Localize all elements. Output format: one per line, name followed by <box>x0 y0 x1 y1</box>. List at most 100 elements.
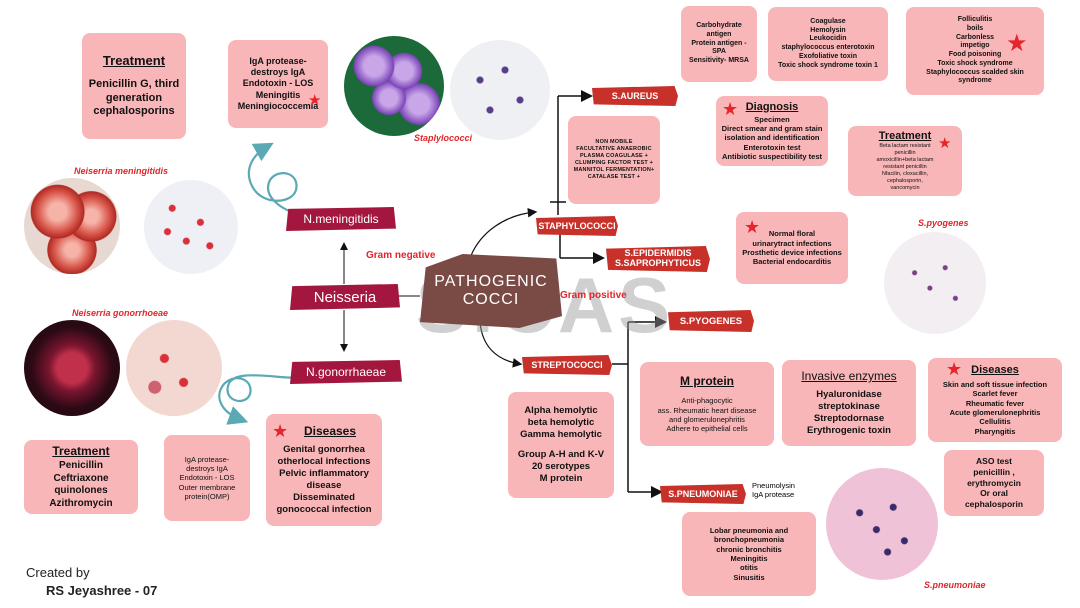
m-protein-box: M protein Anti-phagocytic ass. Rheumatic… <box>640 362 774 446</box>
m-protein-line: Adhere to epithelial cells <box>666 424 748 434</box>
gonorrhoeae-diseases-line: otherlocal infections <box>277 456 371 468</box>
staph-test-line: CLUMPING FACTOR TEST + <box>574 160 654 166</box>
gonorrhoeae-diseases-line: Pelvic inflammatory <box>279 468 369 480</box>
staph-toxin-line: Leukocidin <box>809 35 847 43</box>
invasive-enzyme-line: Streptodornase <box>813 413 885 424</box>
star-icon: ★ <box>946 359 963 379</box>
invasive-enzymes-box: Invasive enzymes Hyaluronidase streptoki… <box>782 360 916 446</box>
s-pyogenes-micro-image <box>884 232 986 334</box>
strep-disease-line: Acute glomerulonephritis <box>949 408 1041 417</box>
credit-line1: Created by <box>26 565 90 580</box>
staph-diagnosis-box: Diagnosis Specimen Direct smear and gram… <box>716 96 828 166</box>
gonorrhoeae-treatment-title: Treatment <box>52 444 110 458</box>
gonorrhoeae-diseases-line: Disseminated <box>293 491 355 503</box>
gonorrhoeae-treatment-line: Azithromycin <box>49 497 113 509</box>
meningitidis-caption: Neiserria meningitidis <box>74 166 169 176</box>
s-pneumoniae-micro-image <box>826 468 938 580</box>
pneumo-disease-line: Meningitis <box>730 554 768 563</box>
staph-diagnosis-line: Specimen <box>754 114 790 124</box>
strep-disease-line: Pharyngitis <box>974 426 1016 436</box>
staph-epi-info-line: urinarytract infections <box>752 238 832 248</box>
staph-test-line: MANNITOL FERMENTATION+ <box>573 166 655 173</box>
meningitidis-3d-image <box>24 178 120 274</box>
meningitidis-treatment-title: Treatment <box>102 52 166 68</box>
center-node: PATHOGENIC COCCI <box>420 254 562 328</box>
gonorrhoeae-virulence-line: Endotoxin - LOS <box>179 473 235 483</box>
staph-3d-image <box>344 36 444 136</box>
staph-diagnosis-title: Diagnosis <box>745 100 799 113</box>
staph-diagnosis-line: Antibiotic suspectibility test <box>721 152 822 162</box>
staph-treatment-line: amoxicillin+beta lactam <box>876 157 934 164</box>
center-title-line1: PATHOGENIC <box>434 273 548 290</box>
gonorrhoeae-virulence-line: IgA protease- <box>184 454 230 464</box>
pneumo-disease-line: chronic bronchitis <box>716 544 782 554</box>
gonorrhoeae-virulence-box: IgA protease- destroys IgA Endotoxin - L… <box>164 435 250 521</box>
s-epidermidis-line2: S.SAPROPHYTICUS <box>614 258 701 268</box>
aso-line: ASO test <box>976 456 1012 467</box>
meningitidis-virulence-line: Meningitis <box>255 89 301 100</box>
staph-diagnosis-line: Enterotoxin test <box>743 142 801 152</box>
star-icon: ★ <box>938 135 952 152</box>
strep-disease-line: Scarlet fever <box>972 389 1018 399</box>
m-protein-title: M protein <box>680 374 734 389</box>
gonorrhoeae-treatment-box: Treatment Penicillin Ceftriaxone quinolo… <box>24 440 138 514</box>
gonorrhoeae-diseases-line: gonococcal infection <box>276 503 372 515</box>
strep-classification-line: M protein <box>539 472 583 484</box>
meningitidis-treatment-line: Penicillin G, third <box>88 77 180 90</box>
staph-micro-image <box>450 40 550 140</box>
staph-epi-info-line: Bacterial endocarditis <box>752 257 832 267</box>
s-aureus-tag: S.AUREUS <box>592 86 678 106</box>
star-icon: ★ <box>744 217 761 237</box>
meningitidis-treatment-line: cephalosporins <box>93 105 175 118</box>
staph-toxin-line: staphylococcus enterotoxin <box>781 44 875 51</box>
star-icon: ★ <box>722 99 739 119</box>
s-epidermidis-tag: S.EPIDERMIDIS S.SAPROPHYTICUS <box>606 246 710 272</box>
strep-classification-box: Alpha hemolytic beta hemolytic Gamma hem… <box>508 392 614 498</box>
gonorrhoeae-diseases-box: Diseases Genital gonorrhea otherlocal in… <box>266 414 382 526</box>
m-protein-line: Anti-phagocytic <box>681 396 733 406</box>
star-icon: ★ <box>1006 30 1028 57</box>
pneumo-virulence-line: IgA protease <box>752 490 795 500</box>
gonorrhoeae-micro-image <box>126 320 222 416</box>
m-protein-line: ass. Rheumatic heart disease <box>657 405 757 415</box>
pneumo-disease-line: Lobar pneumonia and <box>709 525 789 535</box>
staph-toxin-line: Exofoliative toxin <box>799 52 857 60</box>
pneumo-virulence-text: Pneumolysin IgA protease <box>752 481 795 500</box>
s-pyogenes-caption: S.pyogenes <box>918 218 969 228</box>
staph-treatment-line: cephalosporin, <box>887 177 923 184</box>
staph-disease-line: boils <box>966 24 984 32</box>
meningitidis-treatment-box: Treatment Penicillin G, third generation… <box>82 33 186 139</box>
star-icon: ★ <box>272 421 289 441</box>
staph-disease-line: Staphylococcus scalded skin <box>926 68 1024 76</box>
gonorrhoeae-treatment-line: Ceftriaxone <box>53 472 109 484</box>
gonorrhoeae-diseases-line: disease <box>306 480 342 491</box>
aso-line: erythromycin <box>967 477 1021 488</box>
gonorrhoeae-diseases-line: Genital gonorrhea <box>283 444 365 456</box>
strep-disease-line: Skin and soft tissue infection <box>942 379 1048 389</box>
n-meningitidis-tag: N.meningitidis <box>286 207 396 231</box>
n-gonorrhaeae-tag: N.gonorrhaeae <box>290 360 402 384</box>
staph-caption: Staplylococci <box>414 133 473 143</box>
gonorrhoeae-treatment-line: quinolones <box>54 485 108 496</box>
strep-disease-line: Rheumatic fever <box>965 398 1025 408</box>
pneumo-diseases-box: Lobar pneumonia and bronchopneumonia chr… <box>682 512 816 596</box>
staph-diseases-box: Folliculitis boils Carbonless impetigo F… <box>906 7 1044 95</box>
gonorrhoeae-virulence-line: destroys IgA <box>186 463 228 473</box>
neisseria-tag: Neisseria <box>290 284 400 310</box>
staph-test-line: FACULTATIVE ANAEROBIC <box>576 146 652 153</box>
strep-classification-line: Gamma hemolytic <box>520 429 602 441</box>
star-icon: ★ <box>308 92 322 109</box>
meningitidis-virulence-line: IgA protease- <box>249 55 307 66</box>
s-pneumoniae-tag: S.PNEUMONIAE <box>660 484 746 504</box>
gram-negative-label: Gram negative <box>366 250 436 261</box>
staph-antigen-line: Carbohydrate antigen <box>696 22 742 38</box>
staph-treatment-line: resistant penicillin <box>883 164 927 171</box>
invasive-enzymes-title: Invasive enzymes <box>801 369 897 384</box>
meningitidis-treatment-line: generation <box>105 91 163 104</box>
staph-epidermidis-info-box: Normal floral urinarytract infections Pr… <box>736 212 848 284</box>
pneumo-disease-line: bronchopneumonia <box>714 535 784 545</box>
staph-disease-line: syndrome <box>958 77 992 85</box>
staph-disease-line: Toxic shock syndrome <box>937 59 1013 67</box>
gonorrhoeae-treatment-line: Penicillin <box>59 460 103 471</box>
gonorrhoeae-diseases-title: Diseases <box>303 424 357 439</box>
